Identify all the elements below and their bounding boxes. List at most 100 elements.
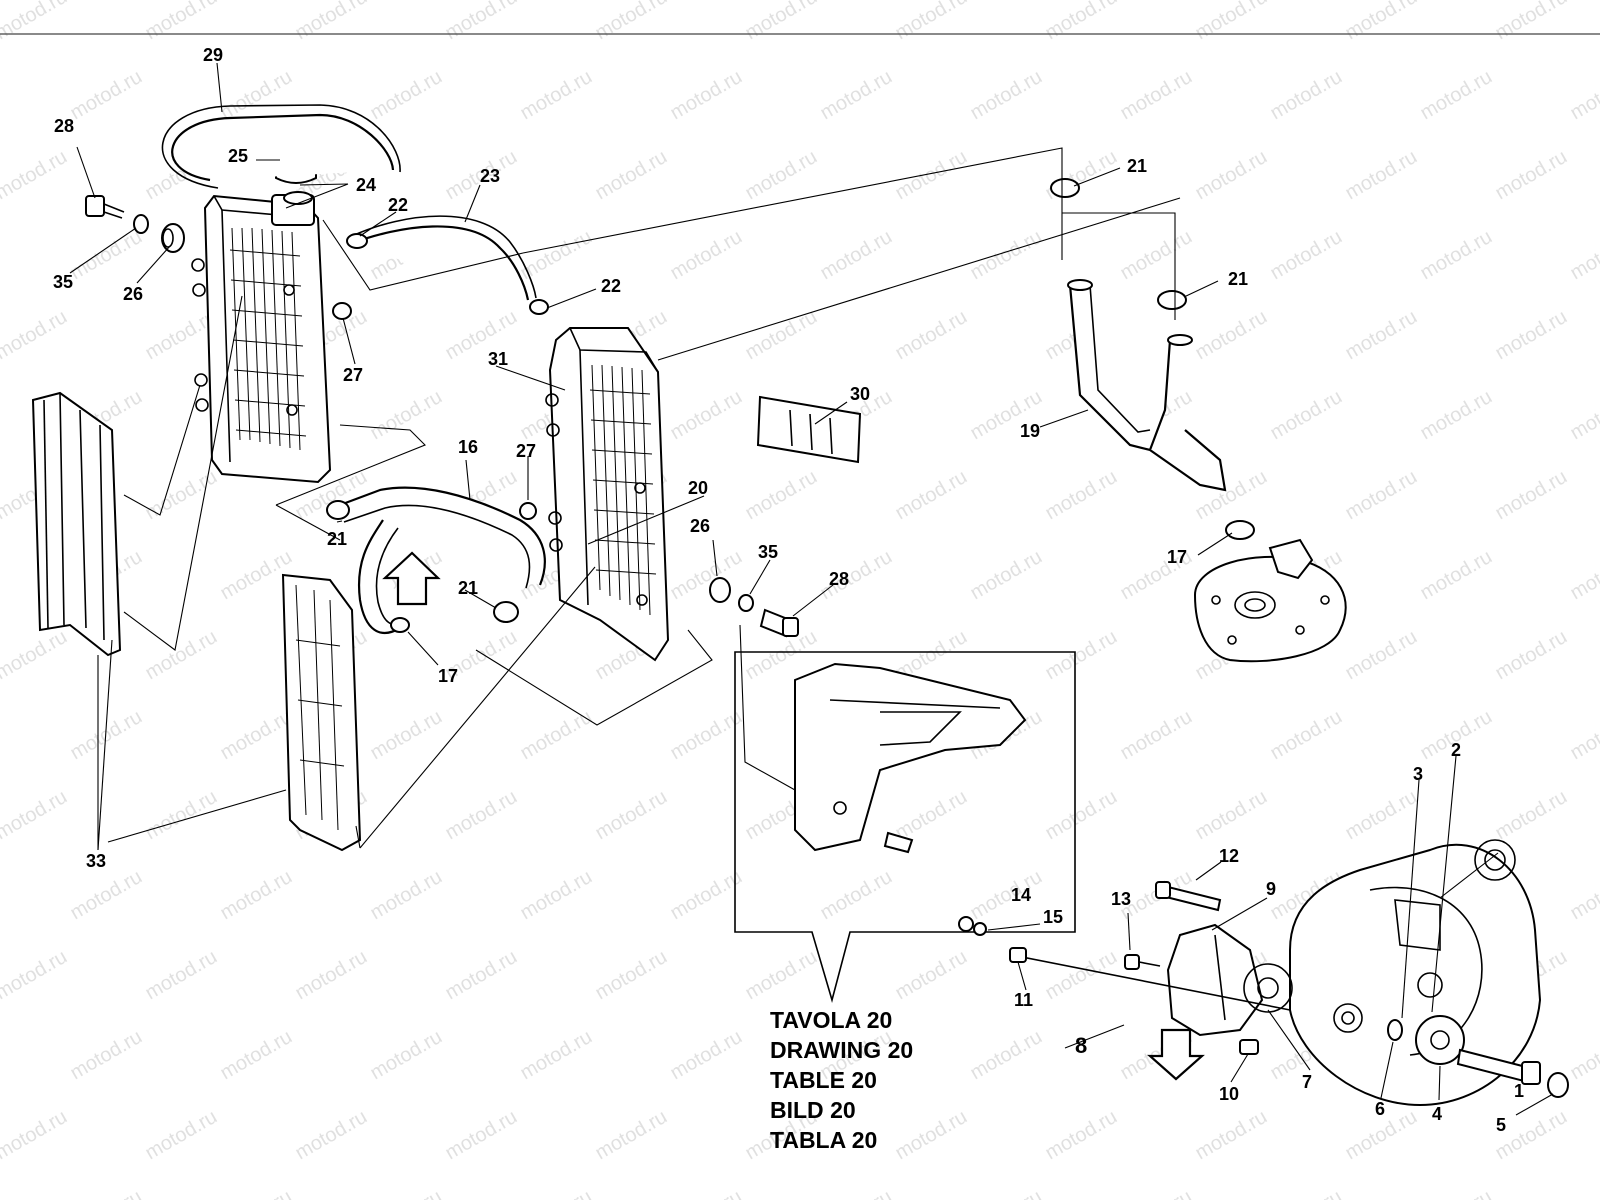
- reference-text: TAVOLA 20 DRAWING 20 TABLE 20 BILD 20 TA…: [770, 1007, 913, 1153]
- watermark-text: motod.ru: [1492, 0, 1571, 44]
- watermark-text: motod.ru: [367, 1186, 446, 1200]
- watermark-text: motod.ru: [817, 866, 896, 925]
- watermark-text: motod.ru: [592, 946, 671, 1005]
- washer-35-left: [133, 214, 149, 234]
- washer-6: [1387, 1019, 1403, 1041]
- watermark-text: motod.ru: [1192, 786, 1271, 845]
- watermark-text: motod.ru: [1417, 546, 1496, 605]
- callout-30: 30: [850, 384, 870, 404]
- watermark-text: motod.ru: [667, 226, 746, 285]
- watermark-text: motod.ru: [1042, 146, 1121, 205]
- callout-24: 24: [356, 175, 376, 195]
- watermark-text: motod.ru: [1417, 226, 1496, 285]
- watermark-text: motod.ru: [367, 866, 446, 925]
- callout-31: 31: [488, 349, 508, 369]
- watermark-text: motod.ru: [592, 786, 671, 845]
- watermark-text: motod.ru: [0, 0, 71, 44]
- watermark-text: motod.ru: [1567, 66, 1600, 125]
- watermark-text: motod.ru: [367, 706, 446, 765]
- nut-5: [1547, 1072, 1569, 1098]
- watermark-text: motod.ru: [442, 1106, 521, 1165]
- callout-8: 8: [1075, 1033, 1087, 1058]
- coolant-pipe-19: [1067, 279, 1227, 492]
- decal-30: [756, 395, 862, 464]
- watermark-text: motod.ru: [1267, 706, 1346, 765]
- right-shroud: [281, 573, 362, 852]
- watermark-text: motod.ru: [1492, 466, 1571, 525]
- watermark-text: motod.ru: [0, 306, 71, 365]
- watermark-text: motod.ru: [1042, 946, 1121, 1005]
- watermark-text: motod.ru: [442, 306, 521, 365]
- callout-26-left: 26: [123, 284, 143, 304]
- watermark-text: motod.ru: [1567, 866, 1600, 925]
- callout-21-left: 21: [327, 529, 347, 549]
- ref-line-1: TAVOLA 20: [770, 1007, 892, 1033]
- clamp-21-b: [493, 601, 519, 623]
- watermark-text: motod.ru: [1417, 386, 1496, 445]
- hose-17-left: [357, 519, 401, 634]
- watermark-text: motod.ru: [217, 706, 296, 765]
- hose-23: [349, 225, 530, 301]
- watermark-text: motod.ru: [217, 866, 296, 925]
- watermark-text: motod.ru: [592, 146, 671, 205]
- watermark-text: motod.ru: [0, 626, 71, 685]
- clamp-22-upper: [346, 233, 368, 249]
- callout-29: 29: [203, 45, 223, 65]
- watermark-text: motod.ru: [1567, 706, 1600, 765]
- watermark-text: motod.ru: [817, 1186, 896, 1200]
- callout-33: 33: [86, 851, 106, 871]
- callout-23: 23: [480, 166, 500, 186]
- clamp-21-a: [326, 500, 350, 520]
- watermark-text: motod.ru: [1267, 1186, 1346, 1200]
- watermark-text: motod.ru: [367, 1026, 446, 1085]
- fitting-1: [1456, 1048, 1541, 1085]
- watermark-text: motod.ru: [817, 66, 896, 125]
- watermark-text: motod.ru: [442, 0, 521, 44]
- washer-14: [958, 916, 974, 932]
- plug-10: [1239, 1039, 1259, 1055]
- watermark-text: motod.ru: [1417, 66, 1496, 125]
- right-radiator: [545, 327, 670, 662]
- watermark-text: motod.ru: [1117, 706, 1196, 765]
- watermark-text: motod.ru: [67, 1186, 146, 1200]
- callout-19: 19: [1020, 421, 1040, 441]
- watermark-text: motod.ru: [217, 1186, 296, 1200]
- sprocket-4: [1415, 1015, 1465, 1065]
- watermark-text: motod.ru: [292, 0, 371, 44]
- callout-3: 3: [1413, 764, 1423, 784]
- watermark-text: motod.ru: [967, 546, 1046, 605]
- grommet-26-left: [161, 223, 185, 253]
- watermark-text: motod.ru: [67, 226, 146, 285]
- watermark-text: motod.ru: [1567, 226, 1600, 285]
- callout-11: 11: [1014, 990, 1033, 1010]
- callout-7: 7: [1302, 1072, 1312, 1092]
- watermark-text: motod.ru: [967, 1026, 1046, 1085]
- bolt-28-right: [759, 608, 799, 638]
- watermark-text: motod.ru: [1117, 226, 1196, 285]
- watermark-text: motod.ru: [1042, 626, 1121, 685]
- watermark-text: motod.ru: [1567, 1026, 1600, 1085]
- grommet-27-right: [519, 502, 537, 520]
- watermark-text: motod.ru: [892, 306, 971, 365]
- callout-numbers: 1 2 3 4 5 6 7 8 9 10 11 12 13 14 15 16 1…: [53, 45, 1524, 1135]
- cylinder-head: [1193, 538, 1347, 663]
- flow-down-arrow: [1147, 1028, 1205, 1081]
- callout-12: 12: [1219, 846, 1239, 866]
- crankcase-cover: [1289, 839, 1542, 1107]
- watermark-text: motod.ru: [442, 786, 521, 845]
- callout-21-mid: 21: [1228, 269, 1248, 289]
- clamp-21-top: [1050, 178, 1080, 198]
- watermark-text: motod.ru: [517, 66, 596, 125]
- callout-10: 10: [1219, 1084, 1239, 1104]
- flow-up-arrow: [382, 551, 441, 606]
- watermark-text: motod.ru: [517, 866, 596, 925]
- watermark-text: motod.ru: [967, 866, 1046, 925]
- watermark-text: motod.ru: [1267, 66, 1346, 125]
- watermark-text: motod.ru: [0, 1106, 71, 1165]
- watermark-text: motod.ru: [517, 706, 596, 765]
- watermark-text: motod.ru: [1342, 626, 1421, 685]
- watermark-text: motod.ru: [667, 706, 746, 765]
- callout-1: 1: [1514, 1081, 1524, 1101]
- ref-line-5: TABLA 20: [770, 1127, 877, 1153]
- watermark-text: motod.ru: [892, 786, 971, 845]
